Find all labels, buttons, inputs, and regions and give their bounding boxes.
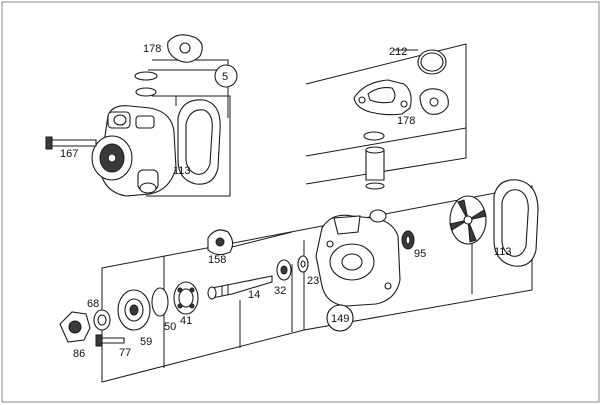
callout-167: 167 [60, 148, 78, 160]
callout-113-top: 113 [173, 165, 191, 177]
callout-68: 68 [87, 298, 99, 310]
bearing-ball [177, 303, 183, 309]
o-ring [134, 71, 158, 81]
housing-port [369, 209, 387, 223]
bearing-ball [189, 287, 195, 293]
bolt-head [45, 136, 53, 150]
nut-bore [215, 237, 225, 247]
callout-41: 41 [180, 315, 192, 327]
o-ring [365, 182, 385, 190]
sleeve-top [365, 146, 385, 154]
callout-178-right: 178 [397, 115, 415, 127]
gasket-hole [179, 42, 191, 54]
bearing-bore [280, 265, 288, 275]
pump-assembly-group [45, 34, 231, 197]
cover-plate-inner [185, 109, 213, 175]
callout-77: 77 [119, 347, 131, 359]
callout-212: 212 [389, 46, 407, 58]
callout-32: 32 [274, 285, 286, 297]
seal-bore [300, 260, 306, 268]
bearing-ball [177, 287, 183, 293]
hub-bore [68, 320, 82, 334]
cover-frame-divider [305, 127, 467, 157]
callout-circle-149 [326, 304, 354, 332]
bolt-167 [47, 139, 97, 147]
callout-178-top: 178 [143, 43, 161, 55]
shaft-spline [221, 285, 229, 296]
impeller-vanes [449, 199, 487, 243]
sleeve [365, 149, 385, 181]
callout-95: 95 [414, 248, 426, 260]
bolt-head [95, 334, 103, 347]
callout-86: 86 [73, 348, 85, 360]
callout-113-bottom: 113 [494, 246, 512, 258]
housing-neck [333, 215, 361, 235]
washer-bore [97, 314, 107, 326]
o-ring [363, 131, 385, 141]
grommet-bore [405, 235, 411, 245]
pump-boss [135, 115, 155, 129]
shaft-assembly-group [59, 179, 539, 383]
callout-23: 23 [307, 275, 319, 287]
impeller-hub [463, 215, 473, 225]
bracket-line [146, 95, 231, 197]
callout-5: 5 [222, 71, 228, 83]
inlet-port [139, 182, 157, 194]
cover-hole [358, 96, 366, 104]
cover-plate-inner [501, 189, 529, 257]
housing-hole [384, 282, 392, 290]
shaft-14 [211, 275, 273, 299]
snap-ring-50 [151, 287, 169, 317]
bearing-race [178, 288, 194, 308]
callout-50: 50 [164, 321, 176, 333]
flange-bore [129, 304, 139, 316]
bolt-77 [99, 337, 125, 344]
housing-inner-bore [341, 253, 363, 271]
bearing-ball [189, 303, 195, 309]
leader-line [227, 231, 293, 249]
housing-hole [326, 240, 334, 248]
callout-158: 158 [208, 254, 226, 266]
cover-group [305, 43, 467, 190]
gasket-hole [429, 97, 439, 107]
cover-rib [367, 87, 396, 104]
callout-149: 149 [331, 313, 349, 325]
pulley-bore [107, 153, 117, 163]
callout-59: 59 [140, 336, 152, 348]
outlet-port [113, 114, 127, 126]
shaft-end [207, 286, 217, 300]
callout-circle-5 [214, 64, 238, 88]
cover-hole [400, 100, 408, 108]
o-ring [135, 87, 157, 97]
seal-ring-inner [420, 52, 444, 72]
callout-14: 14 [248, 289, 260, 301]
cover-frame [305, 43, 467, 185]
